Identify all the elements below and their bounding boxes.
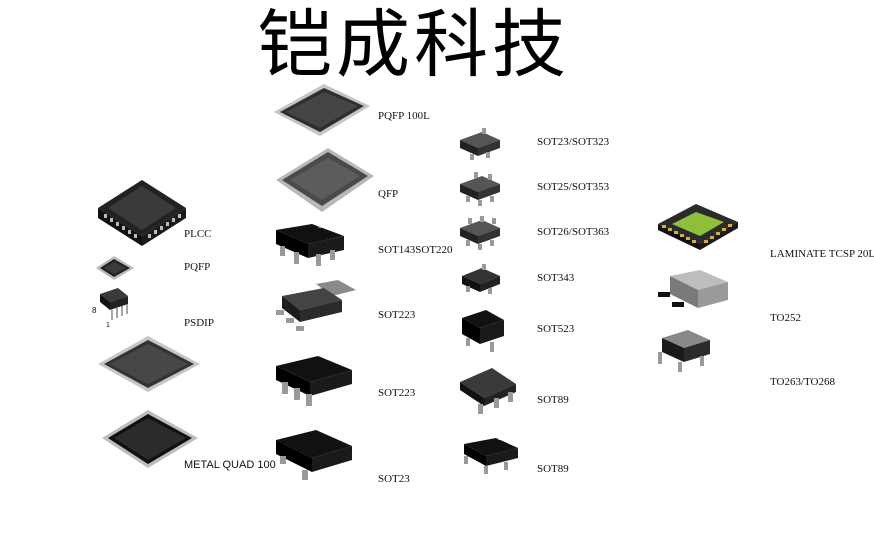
qfp-label: QFP [378, 188, 399, 200]
sot143-sot220-label: SOT143SOT220 [378, 244, 453, 256]
psdip-label: PSDIP [184, 317, 214, 329]
sot523-label: SOT523 [537, 323, 575, 335]
pqfp-label: PQFP [184, 261, 211, 273]
psdip-pin1-mark: 1 [106, 322, 110, 329]
qfp-large-chip-image [96, 334, 202, 396]
sot23-label: SOT23 [378, 473, 410, 485]
sot343-label: SOT343 [537, 272, 575, 284]
sot223-a-label: SOT223 [378, 309, 416, 321]
pqfp-100l-label: PQFP 100L [378, 110, 430, 122]
laminate-tcsp-chip-image [656, 200, 740, 252]
metal-quad-chip-image [100, 408, 200, 470]
sot89-a-label: SOT89 [537, 394, 569, 406]
sot343-chip-image [458, 262, 504, 302]
sot143-chip-mark: SOT-1-3 [318, 224, 337, 230]
sot25-sot353-chip-image [456, 170, 504, 210]
to252-chip-image [656, 268, 730, 314]
pqfp-100l-chip-image [272, 82, 372, 140]
sot89-b-chip-mark: SOT-89 [498, 436, 516, 442]
plcc-label: PLCC [184, 228, 212, 240]
sot223-a-chip-image [272, 278, 358, 336]
sot23-chip-image [272, 426, 356, 486]
sot223-b-chip-image [272, 350, 356, 412]
laminate-tcsp-label: LAMINATE TCSP 20L [770, 248, 874, 260]
sot23-sot323-label: SOT23/SOT323 [537, 136, 610, 148]
pqfp-small-chip-image [94, 254, 136, 284]
sot89-a-chip-image [456, 362, 520, 418]
sot143-chip-image [272, 220, 348, 272]
sot223-b-label: SOT223 [378, 387, 416, 399]
sot23-sot323-chip-image [456, 126, 504, 166]
company-title: 铠成科技 [258, 2, 570, 88]
to263-to268-label: TO263/TO268 [770, 376, 835, 388]
sot23-chip-mark: SOT-23 [326, 430, 344, 436]
sot89-b-chip-image [460, 434, 520, 480]
sot25-sot353-label: SOT25/SOT353 [537, 181, 610, 193]
plcc-chip-image [96, 170, 188, 250]
to252-label: TO252 [770, 312, 801, 324]
qfp-chip-image [272, 144, 376, 216]
sot26-sot363-chip-image [456, 214, 504, 256]
to263-chip-image [652, 328, 714, 372]
sot89-b-label: SOT89 [537, 463, 569, 475]
sot26-sot363-label: SOT26/SOT363 [537, 226, 610, 238]
sot223-b-chip-mark: SOT-223 [330, 356, 351, 362]
psdip-chip-image [92, 286, 132, 330]
psdip-pin8-mark: 8 [92, 306, 97, 315]
sot523-chip-image [456, 308, 508, 356]
metal-quad-label: METAL QUAD 100 [184, 459, 276, 471]
